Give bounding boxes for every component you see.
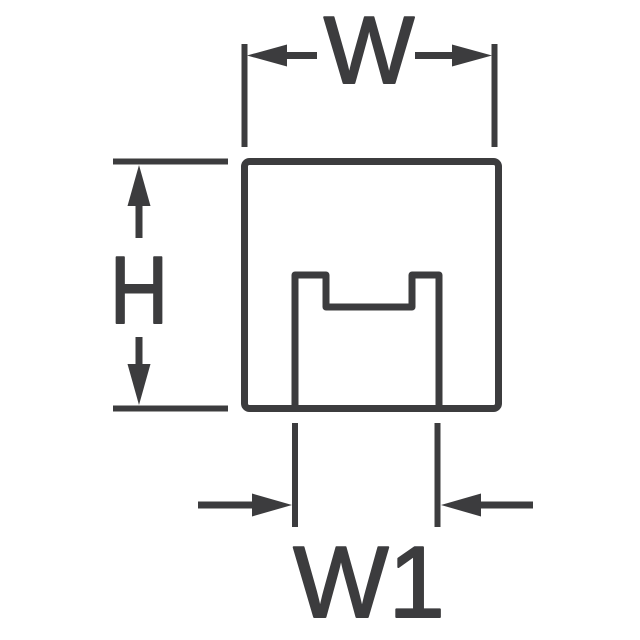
h-arrowhead-up-icon [127,165,151,206]
slot-outline [291,271,443,409]
dimension-label-w: W [324,0,415,104]
dimension-label-w1: W1 [293,527,445,639]
w-arrowhead-left-icon [247,44,287,67]
h-arrowhead-down-icon [127,364,151,405]
w-arrowhead-right-icon [452,44,492,67]
w1-arrowhead-left-icon [252,493,292,517]
w1-arrowhead-right-icon [441,493,481,517]
w1-dimension: W1 [198,423,533,640]
h-dimension: H [109,158,228,412]
component-body [241,158,502,412]
w-dimension: W [241,0,498,147]
component-outline [241,158,502,412]
dimension-label-h: H [110,236,168,343]
